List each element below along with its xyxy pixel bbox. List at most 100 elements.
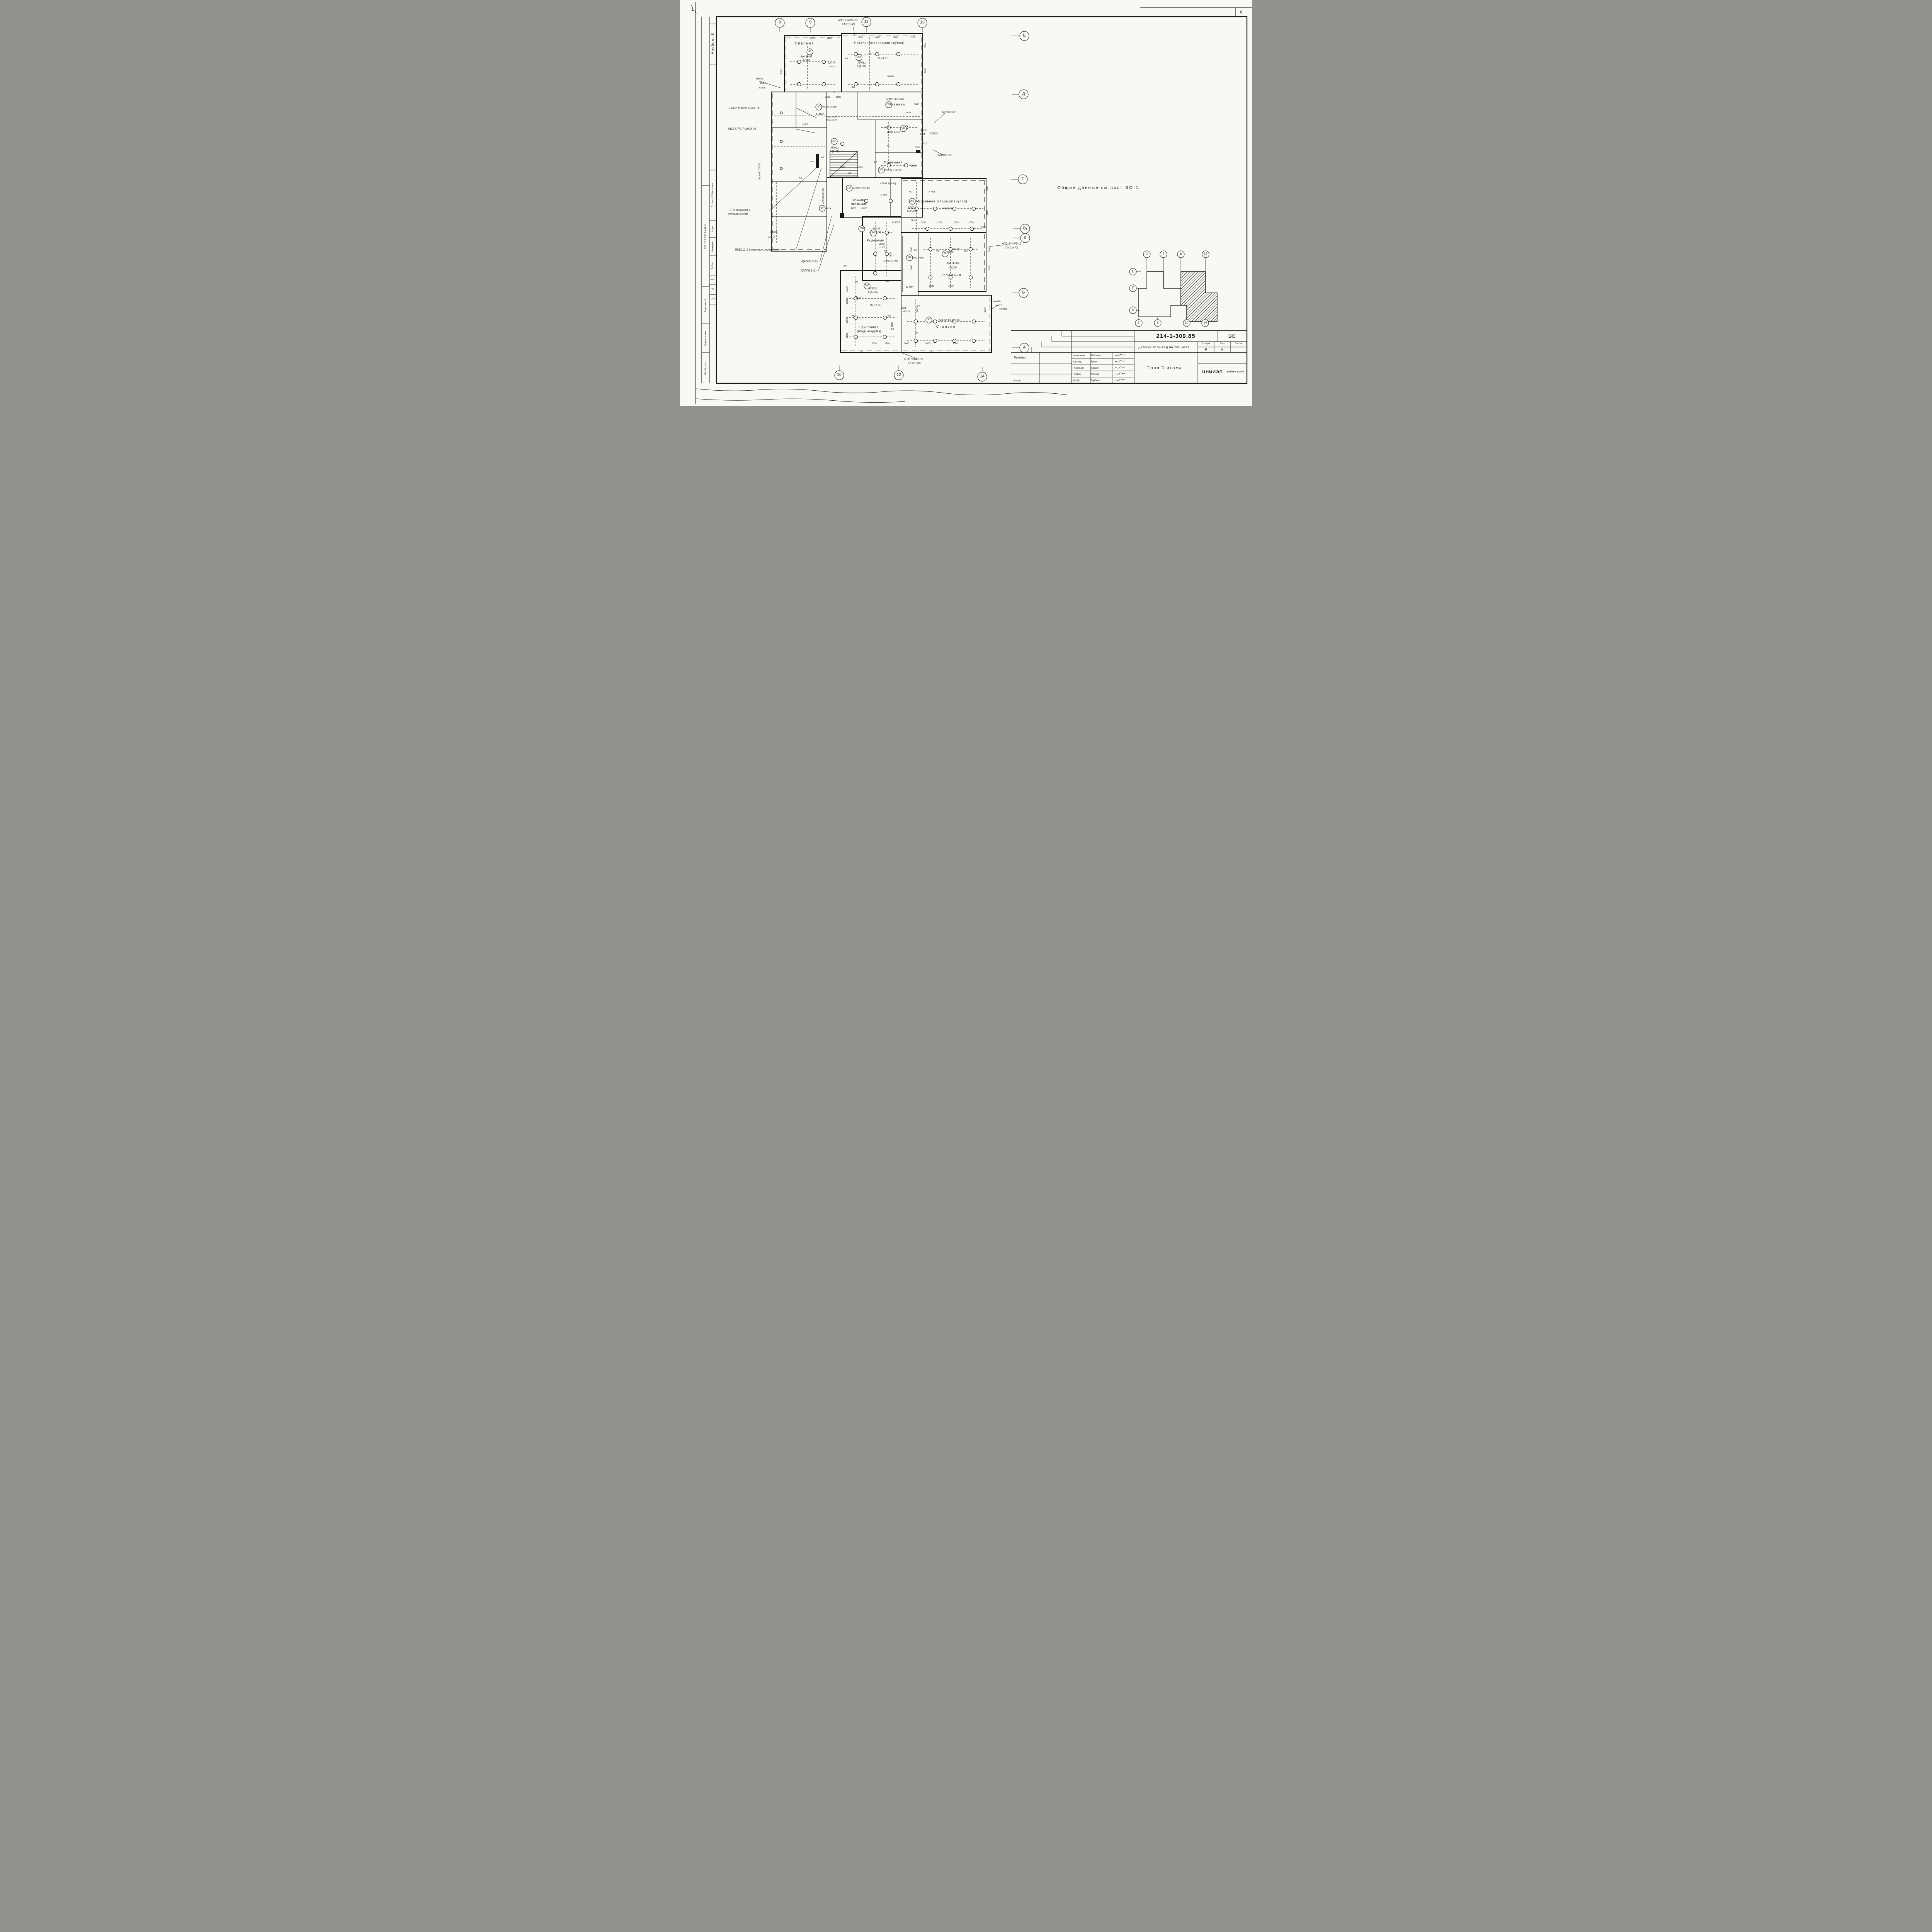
- dimension-label: 1600: [825, 96, 830, 99]
- plan-label: №7: [873, 161, 877, 163]
- dimension-label: 2000: [846, 333, 849, 338]
- side-cell: АМ-1: [710, 279, 716, 281]
- plan-label: 4А/2,5: [996, 304, 1002, 307]
- dimension-label: 9000: [925, 68, 927, 73]
- signature-role: Рук.гр.: [1073, 379, 1080, 382]
- plan-label: АС-19: [828, 62, 835, 65]
- sheet-value: 6: [1221, 348, 1223, 352]
- dimension-label: 3000: [916, 307, 918, 313]
- plan-label: 2,5 2(1×40): [842, 23, 855, 26]
- plan-label: №2А,4А,5А: [826, 116, 837, 118]
- plan-label: №1А: [826, 207, 831, 210]
- plan-label: №1: [869, 53, 873, 55]
- plan-label: АП031: [908, 206, 916, 209]
- dimension-label: 3000: [809, 37, 815, 40]
- dimension-label: 2000: [846, 299, 849, 304]
- organization-subname: учебных зданий: [1227, 371, 1245, 373]
- drawing-title: План 1 этажа.: [1146, 366, 1184, 370]
- dimension-label: 1300: [890, 252, 892, 258]
- dimension-label: 2000: [846, 286, 849, 292]
- plan-label: Приемная: [886, 102, 905, 106]
- axis-marker: В₁: [1020, 224, 1030, 234]
- plan-label: Игральная (старшая группа): [917, 199, 968, 203]
- keyplan-axis-marker: 10: [1183, 319, 1190, 327]
- dimension-label: 3000: [989, 265, 991, 271]
- axis-marker: 13: [917, 18, 927, 28]
- plan-label: 5 (2×40): [830, 150, 840, 153]
- plan-walls: [771, 33, 992, 353]
- dimension-label: 1500: [884, 343, 890, 345]
- plan-label: №6: [884, 250, 888, 252]
- plan-label: №3: [909, 191, 913, 193]
- dimension-label: 1500: [986, 186, 989, 191]
- plan-label: Спальня: [936, 325, 956, 328]
- dimension-label: 3000: [952, 343, 958, 345]
- plan-label: П-В: [810, 161, 814, 163]
- plan-label: 2ЩО 6,7/0,7 Щ033-26: [727, 127, 757, 131]
- plan-label: АП031: [872, 227, 880, 230]
- titleblock-signature-row: Гл.инж.пр.Шилов: [1072, 365, 1134, 371]
- dimension-label: 2000: [836, 96, 841, 99]
- dimension-label: 3000: [781, 69, 783, 75]
- plan-label: 60/2,5: [921, 143, 927, 145]
- project-title: Детские ясли-сад на 280 мест: [1138, 345, 1190, 349]
- plan-label: №020 3×100: [911, 257, 924, 259]
- inventory-label: Инв.№: [1013, 380, 1021, 382]
- plan-label: И5005: [930, 132, 938, 135]
- keyplan-axis-marker: Г: [1129, 284, 1137, 292]
- plan-label: АП0011 2(2×40): [822, 188, 825, 204]
- plan-label: 05.12-04: [943, 207, 953, 210]
- keyplan-axis-marker: 5: [1154, 319, 1162, 327]
- plan-label: 15/2,5: [828, 66, 835, 68]
- fixture-group-badge: 200: [858, 225, 865, 232]
- dimension-label: 3000: [984, 307, 986, 313]
- signature-mark: [1114, 379, 1126, 381]
- dimension-label: 2000: [861, 207, 867, 209]
- doc-number: 214-1-309.85: [1156, 333, 1196, 340]
- dimension-label: 2200: [910, 37, 915, 39]
- plan-label: АС-19: [952, 248, 960, 251]
- keyplan-axis-marker: 13: [1202, 250, 1209, 258]
- dimension-label: 1600: [929, 285, 934, 287]
- dimension-label: 1400: [904, 343, 909, 345]
- plan-label: 8 (2×40): [868, 291, 878, 294]
- dimension-label: 1300: [911, 247, 913, 252]
- axis-marker: Б: [1019, 288, 1029, 298]
- fixture-group-badge: 30: [815, 104, 822, 111]
- plan-label: А №3а: [887, 75, 894, 78]
- axis-marker: 8: [775, 18, 785, 28]
- signature-mark: [1114, 372, 1126, 375]
- plan-partitions: [771, 92, 923, 292]
- plan-label: 2,5 2(1×40): [1005, 246, 1018, 249]
- album-label: Альбом III: [711, 32, 715, 54]
- signature-name: Гордеев: [1091, 379, 1100, 382]
- dimension-label: 1000: [914, 104, 919, 106]
- plan-label: И5005: [756, 77, 764, 80]
- plan-label: АППВ 2×2: [942, 110, 956, 114]
- plan-label: АП001: [830, 146, 839, 150]
- plan-label: №3,5: [803, 123, 808, 126]
- titleblock-signature-row: Нормоконт.Ходакова: [1072, 352, 1134, 359]
- side-signer: Бабин: [712, 262, 714, 269]
- plan-label: КП020: [880, 194, 887, 196]
- plan-label: Раздевальня: [867, 238, 884, 242]
- fixture-group-badge: 200: [864, 282, 871, 289]
- plan-label: АС-19: [903, 311, 910, 313]
- axis-marker: 12: [894, 370, 904, 380]
- signature-mark: [1114, 354, 1126, 357]
- plan-label: Игральная (средняя группа): [854, 41, 905, 45]
- plan-label: И5005: [770, 231, 778, 234]
- plan-label: Комната: [853, 198, 865, 202]
- titleblock-signature-row: Нач.отд.Белов: [1072, 359, 1134, 365]
- dimension-label: 1200: [857, 167, 863, 169]
- dimension-label: 1590: [925, 43, 927, 49]
- plan-label: см.лист ЭО-5: [758, 163, 761, 180]
- drawing-linework: [690, 2, 1252, 404]
- plan-label: Спальня: [942, 273, 962, 277]
- plan-label: КП020 3×100: [887, 131, 900, 134]
- plan-label: АППВ: 2×2: [938, 153, 952, 157]
- dimension-label: 1000: [850, 207, 856, 209]
- signature-name: Ходакова: [1091, 354, 1101, 357]
- plan-label: 05.1.2-04: [870, 304, 881, 307]
- dimension-label: 2200: [937, 222, 942, 224]
